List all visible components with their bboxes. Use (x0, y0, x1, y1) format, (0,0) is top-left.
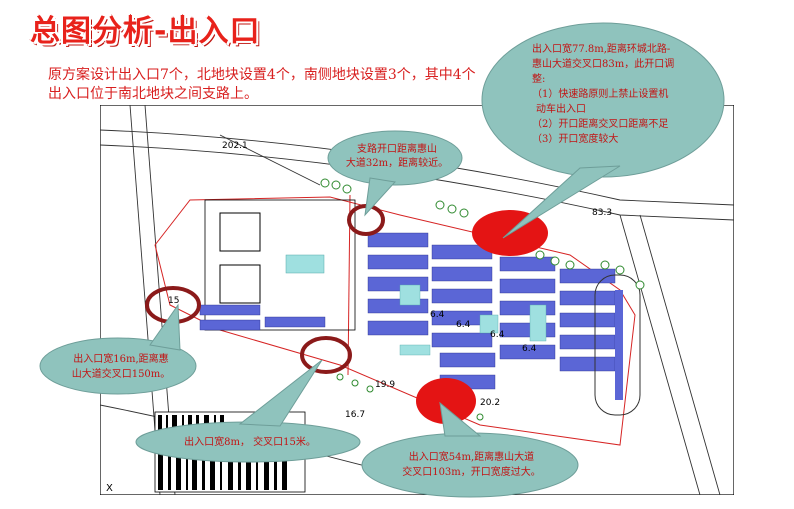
callout-bottom-left-text: 出入口宽8m， 交叉口15米。 (184, 437, 316, 448)
green-pads (399, 284, 547, 356)
plan-label-64a: 6.4 (430, 310, 445, 320)
building-1 (219, 212, 261, 252)
plan-label-202: 202.1 (222, 141, 248, 151)
callout-left (39, 337, 197, 395)
intro-text: 原方案设计出入口7个，北地块设置4个，南侧地块设置3个，其中4个出入口位于南北地… (48, 67, 476, 102)
loop-parking (615, 290, 623, 400)
callout-bottom-left-tail (238, 359, 323, 427)
entrance-circle-south (300, 336, 352, 374)
callout-top-mid-text: 支路开口距离惠山 大道32m，距离较近。 (345, 144, 449, 169)
building-outline (204, 199, 356, 331)
callout-bottom-right-text: 出入口宽54m,距离惠山大道 交叉口103m，开口宽度过大。 (402, 452, 541, 478)
entrance-marker-south (416, 378, 476, 424)
plan-label-64c: 6.4 (490, 330, 505, 340)
plan-label-15: 15 (168, 296, 179, 306)
plan-label-83: 83.3 (592, 208, 612, 218)
callout-left-tail (149, 303, 181, 351)
building-2 (219, 264, 261, 304)
plan-label-64b: 6.4 (456, 320, 471, 330)
plan-label-167: 16.7 (345, 410, 365, 420)
plaza (285, 254, 325, 274)
callout-left-text: 出入口宽16m,距离惠 山大道交叉口150m。 (71, 354, 171, 380)
parking-blocks (199, 232, 616, 390)
callout-top-right-text: 出入口宽77.8m,距离环城北路- 惠山大道交叉口83m，此开口调 整: （1）… (532, 44, 675, 145)
callout-bottom-right-tail (439, 401, 482, 437)
callout-top-mid-tail (364, 177, 396, 217)
plan-label-199: 19.9 (375, 380, 395, 390)
page-title: 总图分析-出入口 (30, 14, 261, 49)
plan-label-64d: 6.4 (522, 344, 537, 354)
callout-top-right-tail (502, 165, 621, 239)
loop-road (594, 274, 641, 416)
callout-top-mid (327, 130, 463, 186)
svg-text:X: X (106, 483, 113, 494)
plan-label-202b: 20.2 (480, 398, 500, 408)
